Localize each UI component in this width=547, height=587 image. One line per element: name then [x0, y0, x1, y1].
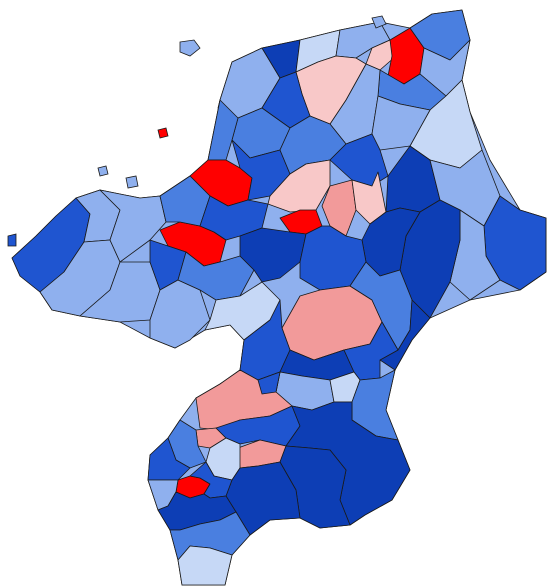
island — [371, 15, 387, 29]
map-regions — [11, 9, 547, 586]
region — [177, 545, 233, 586]
region — [257, 371, 281, 395]
region — [365, 39, 397, 71]
region — [239, 227, 307, 283]
region — [379, 299, 431, 371]
island — [179, 39, 201, 57]
map-islands — [7, 15, 387, 247]
island — [157, 127, 169, 139]
island — [125, 175, 139, 189]
island — [97, 165, 109, 177]
island — [7, 233, 17, 247]
